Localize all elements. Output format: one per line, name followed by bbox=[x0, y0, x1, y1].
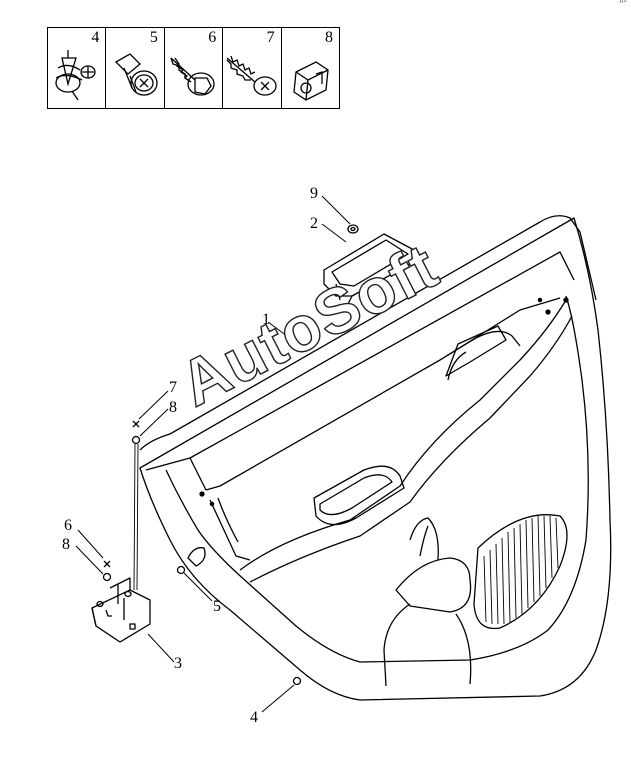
callout-9: 9 bbox=[310, 185, 318, 202]
leader-2 bbox=[321, 223, 347, 243]
leader-4 bbox=[261, 684, 295, 713]
push-clip-icon bbox=[55, 50, 96, 101]
leader-7 bbox=[138, 390, 169, 420]
screw-6-marker bbox=[103, 560, 111, 568]
clip-8-upper bbox=[131, 435, 141, 445]
legend-cell-6: 6 bbox=[165, 28, 224, 108]
legend-number: 7 bbox=[266, 29, 275, 46]
flange-screw-icon bbox=[170, 57, 215, 96]
trim-clip-icon bbox=[115, 53, 159, 96]
leader-1 bbox=[267, 321, 307, 351]
legend-cell-5: 5 bbox=[106, 28, 165, 108]
callout-3: 3 bbox=[174, 655, 182, 672]
callout-7: 7 bbox=[169, 379, 177, 396]
clip-9 bbox=[347, 224, 359, 234]
legend-number: 4 bbox=[91, 29, 100, 46]
tapping-screw-icon bbox=[226, 55, 277, 96]
screw-7-marker bbox=[132, 420, 140, 428]
legend-number: 6 bbox=[208, 29, 217, 46]
corner-mark: ”″ bbox=[618, 0, 627, 10]
clip-8-lower bbox=[102, 572, 112, 582]
leader-8b bbox=[75, 545, 104, 575]
leader-6 bbox=[77, 529, 104, 559]
legend-cell-8: 8 bbox=[282, 28, 339, 108]
door-trim-panel bbox=[139, 215, 612, 701]
leader-3 bbox=[147, 633, 175, 663]
callout-6: 6 bbox=[64, 517, 72, 534]
callout-5: 5 bbox=[213, 598, 221, 615]
fasteners bbox=[102, 420, 302, 686]
pull-cup bbox=[323, 224, 415, 305]
leader-8a bbox=[139, 408, 169, 437]
legend-cell-7: 7 bbox=[223, 28, 282, 108]
mounting-bracket bbox=[91, 577, 151, 643]
legend-cell-4: 4 bbox=[48, 28, 107, 108]
callout-4: 4 bbox=[250, 709, 258, 726]
leader-5 bbox=[183, 572, 213, 602]
legend-number: 5 bbox=[149, 29, 158, 46]
clip-nut-icon bbox=[292, 61, 329, 101]
clip-5-marker bbox=[176, 565, 186, 575]
callout-8-upper: 8 bbox=[169, 399, 177, 416]
fastener-legend: 4 5 6 bbox=[47, 27, 340, 109]
callout-1: 1 bbox=[262, 311, 270, 328]
clip-4-marker bbox=[292, 676, 302, 686]
leader-9 bbox=[321, 195, 351, 225]
legend-number: 8 bbox=[325, 29, 334, 46]
callout-2: 2 bbox=[310, 215, 318, 232]
callout-8-lower: 8 bbox=[62, 536, 70, 553]
